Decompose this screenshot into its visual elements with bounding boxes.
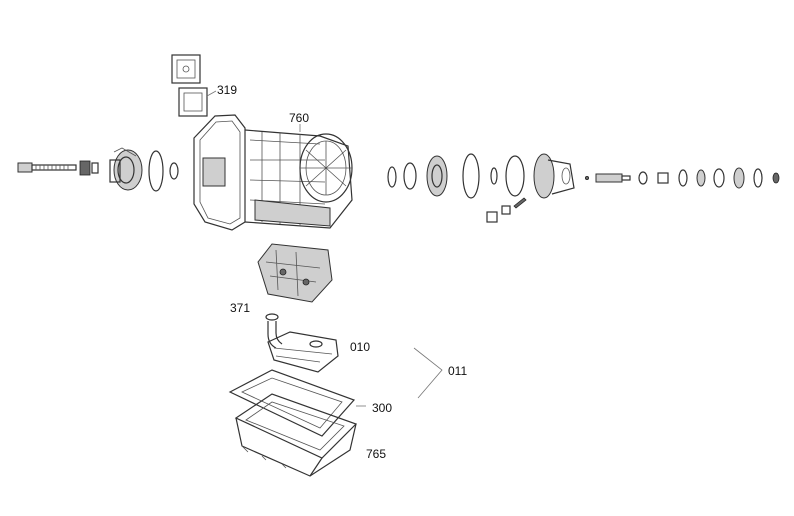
label-760: 760 bbox=[289, 111, 309, 125]
leader-319 bbox=[206, 90, 217, 97]
extension-housing bbox=[533, 153, 575, 199]
output-ring-2 bbox=[678, 169, 688, 187]
gasket-lower bbox=[178, 87, 208, 117]
gasket-upper bbox=[171, 54, 201, 84]
rear-small-ring bbox=[490, 167, 498, 185]
pump-assembly bbox=[109, 147, 143, 191]
oil-filter bbox=[267, 331, 339, 373]
output-ring-3 bbox=[696, 169, 706, 187]
label-010: 010 bbox=[350, 340, 370, 354]
rear-ring-1 bbox=[387, 166, 397, 188]
label-300: 300 bbox=[372, 401, 392, 415]
rear-bearing bbox=[426, 155, 448, 197]
output-shaft bbox=[595, 173, 631, 183]
label-011: 011 bbox=[448, 364, 467, 378]
rear-dot bbox=[585, 175, 590, 180]
rear-snap-ring bbox=[462, 153, 480, 199]
output-ring-4 bbox=[713, 168, 725, 188]
input-hub bbox=[79, 160, 99, 176]
transmission-housing bbox=[193, 114, 353, 231]
pump-o-ring bbox=[169, 162, 179, 180]
pump-seal-ring bbox=[148, 150, 164, 192]
output-ring-6 bbox=[753, 168, 763, 188]
input-shaft bbox=[17, 162, 77, 173]
small-fittings bbox=[486, 197, 527, 223]
label-765: 765 bbox=[366, 447, 386, 461]
label-371: 371 bbox=[230, 301, 250, 315]
valve-body bbox=[257, 243, 333, 303]
output-ring-5 bbox=[733, 167, 745, 189]
pan-gasket bbox=[228, 369, 356, 437]
output-nut bbox=[772, 172, 780, 184]
rear-ring-2 bbox=[403, 162, 417, 190]
bracket-011 bbox=[413, 347, 443, 399]
output-spacer bbox=[657, 172, 669, 184]
rear-large-ring bbox=[505, 155, 525, 197]
label-319: 319 bbox=[217, 83, 237, 97]
oil-pan bbox=[234, 393, 358, 477]
output-ring-1 bbox=[638, 171, 648, 185]
